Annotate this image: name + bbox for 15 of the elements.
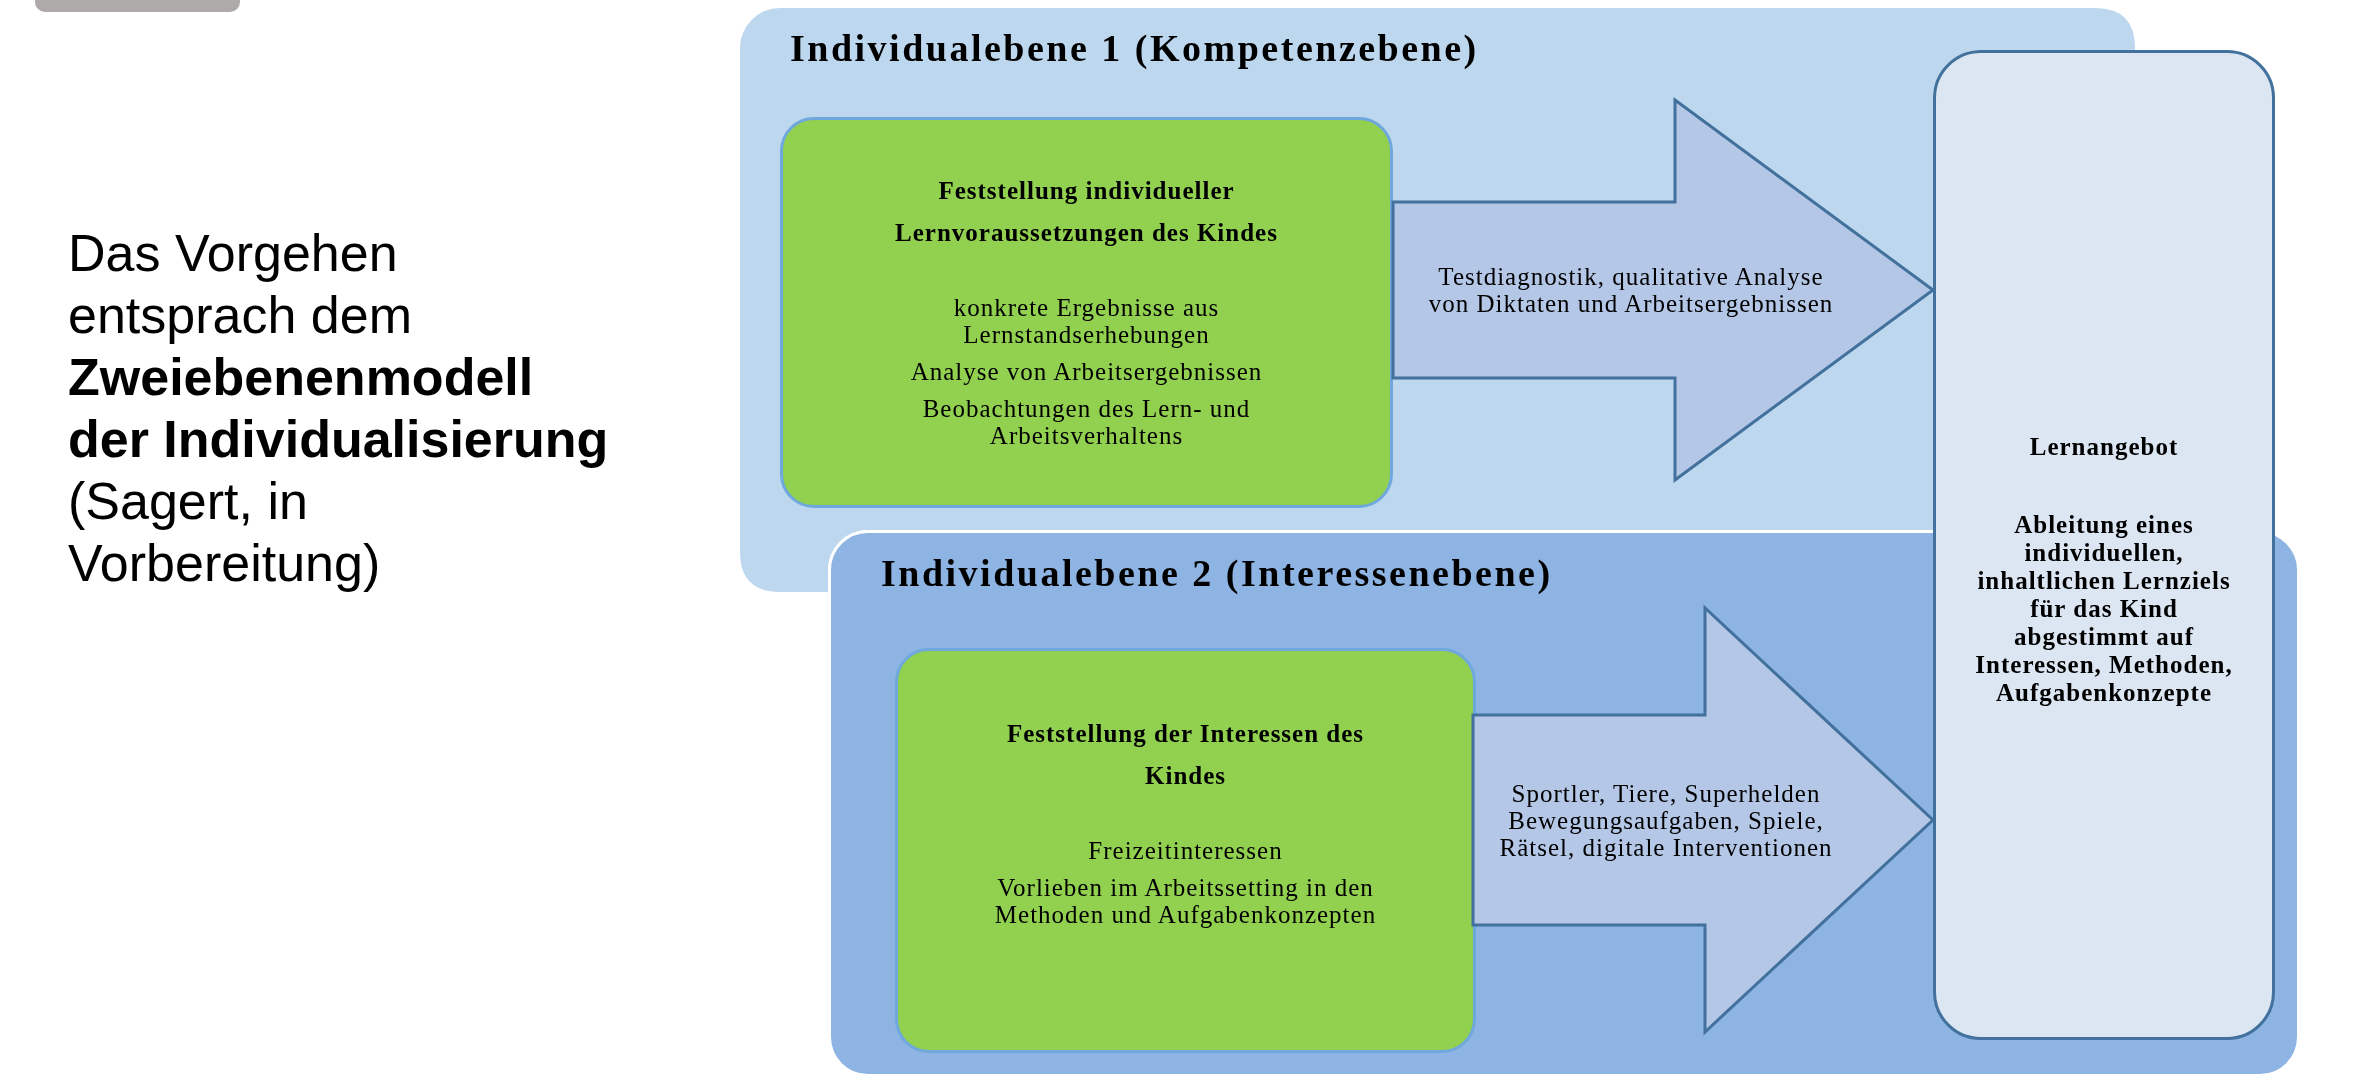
panel-heading: Individualebene 2 (Interessenebene) xyxy=(881,551,1553,595)
box-text: Analyse von Arbeitsergebnissen xyxy=(910,358,1263,385)
learning-offer-box xyxy=(1933,50,2275,1040)
box-text: Beobachtungen des Lern- und Arbeitsverhaltens xyxy=(921,395,1252,449)
assessment-box xyxy=(895,648,1476,1053)
panel-heading: Individualebene 1 (Kompetenzebene) xyxy=(790,26,1479,70)
box-heading: Feststellung der Interessen des Kindes xyxy=(1005,719,1366,791)
box-text: Vorlieben im Arbeitssetting in den Methoden und Aufgabenkonzepten xyxy=(993,874,1378,928)
description-text: Das Vorgehen entsprach dem Zweiebenenmodell der Individualisierung (Sagert, in Vorbereitung) xyxy=(68,223,610,594)
assessment-box xyxy=(780,117,1393,508)
box-heading: Feststellung individueller Lernvoraussetzungen des Kindes xyxy=(894,176,1279,248)
box-text: Ableitung eines individuellen, inhaltlichen Lernziels für das Kind abgestimmt auf Interessen, Methoden, Aufgabenkonzepte xyxy=(1974,511,2234,707)
box-heading: Lernangebot xyxy=(2029,433,2179,461)
box-text: konkrete Ergebnisse aus Lernstandserhebungen xyxy=(952,294,1221,348)
box-text: Freizeitinteressen xyxy=(1088,837,1283,864)
